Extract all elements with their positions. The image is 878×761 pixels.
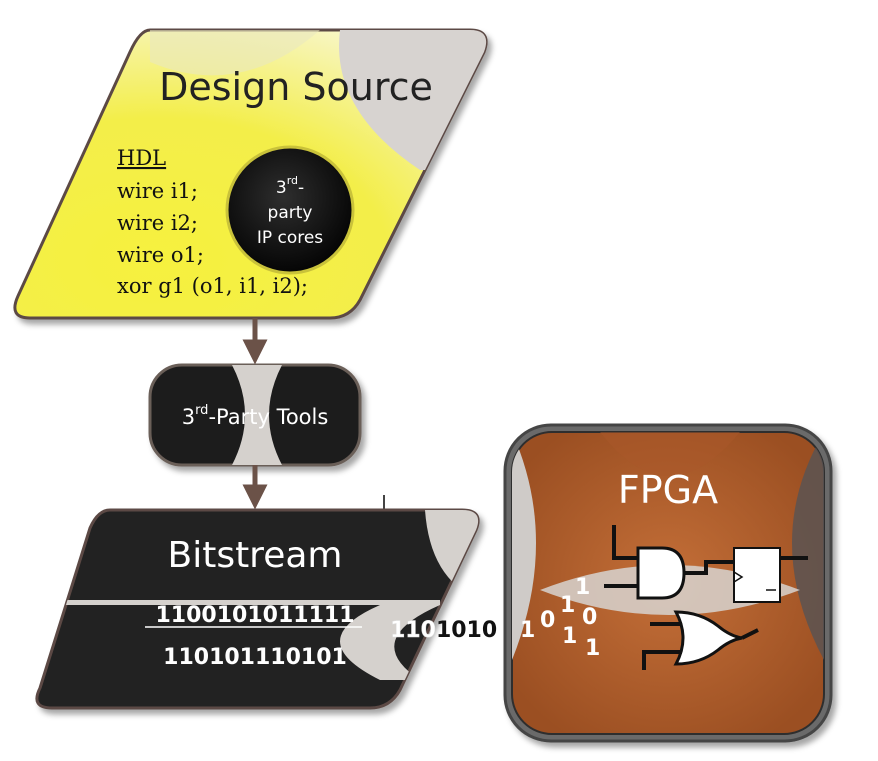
and-gate-icon xyxy=(604,525,734,600)
stream-bit-1: 1 xyxy=(520,618,535,643)
flip-flop-icon xyxy=(733,547,808,603)
bitstream-line-1: 1100101011111 xyxy=(156,603,355,628)
hdl-line-1: wire i1; xyxy=(117,179,198,203)
ip-cores-party: party xyxy=(268,203,313,223)
hdl-heading: HDL xyxy=(117,146,166,170)
tools-three: 3 xyxy=(182,405,195,429)
ip-cores-label: IP cores xyxy=(257,228,323,248)
stream-bit-6: 0 xyxy=(582,605,597,630)
streaming-bits: 1101010 1 0 1 0 1 0 1 0 1 xyxy=(390,575,601,661)
third-party-tools-block: 3rd-Party Tools xyxy=(148,363,362,467)
tools-sup: rd xyxy=(195,403,208,418)
bitstream-block: Bitstream 1100101011111 110101110101 xyxy=(35,508,480,710)
stream-bit-9: 1 xyxy=(585,636,600,661)
svg-text:3rd-Party Tools: 3rd-Party Tools xyxy=(182,403,329,429)
ip-cores-sup: rd xyxy=(287,174,298,187)
svg-text:1101010: 1101010 xyxy=(390,618,497,643)
stream-bits-light: 110 xyxy=(390,618,436,643)
fpga-title: FPGA xyxy=(618,468,718,512)
hdl-line-2: wire i2; xyxy=(117,211,198,235)
fpga-chip: FPGA xyxy=(503,423,833,743)
bitstream-title: Bitstream xyxy=(168,535,343,576)
stream-bit-2: 0 xyxy=(540,608,555,633)
ip-cores-circle: 3rd- party IP cores xyxy=(225,145,355,275)
svg-text:3rd-: 3rd- xyxy=(276,174,304,198)
design-source-title: Design Source xyxy=(159,65,433,109)
or-gate-icon xyxy=(642,610,759,670)
hdl-line-3: wire o1; xyxy=(117,243,204,267)
ip-cores-three: 3 xyxy=(276,178,287,198)
stream-bit-3: 1 xyxy=(560,593,575,618)
tools-label: -Party Tools xyxy=(208,405,328,429)
ip-cores-dash: - xyxy=(298,178,304,198)
design-source-block: Design Source HDL wire i1; wire i2; wire… xyxy=(13,28,488,320)
stream-bit-7: 1 xyxy=(562,624,577,649)
hdl-line-4: xor g1 (o1, i1, i2); xyxy=(117,274,308,298)
stream-bit-5: 1 xyxy=(575,575,590,600)
stream-bits-dark: 1010 xyxy=(436,618,497,643)
bitstream-line-2: 110101110101 xyxy=(163,645,347,670)
